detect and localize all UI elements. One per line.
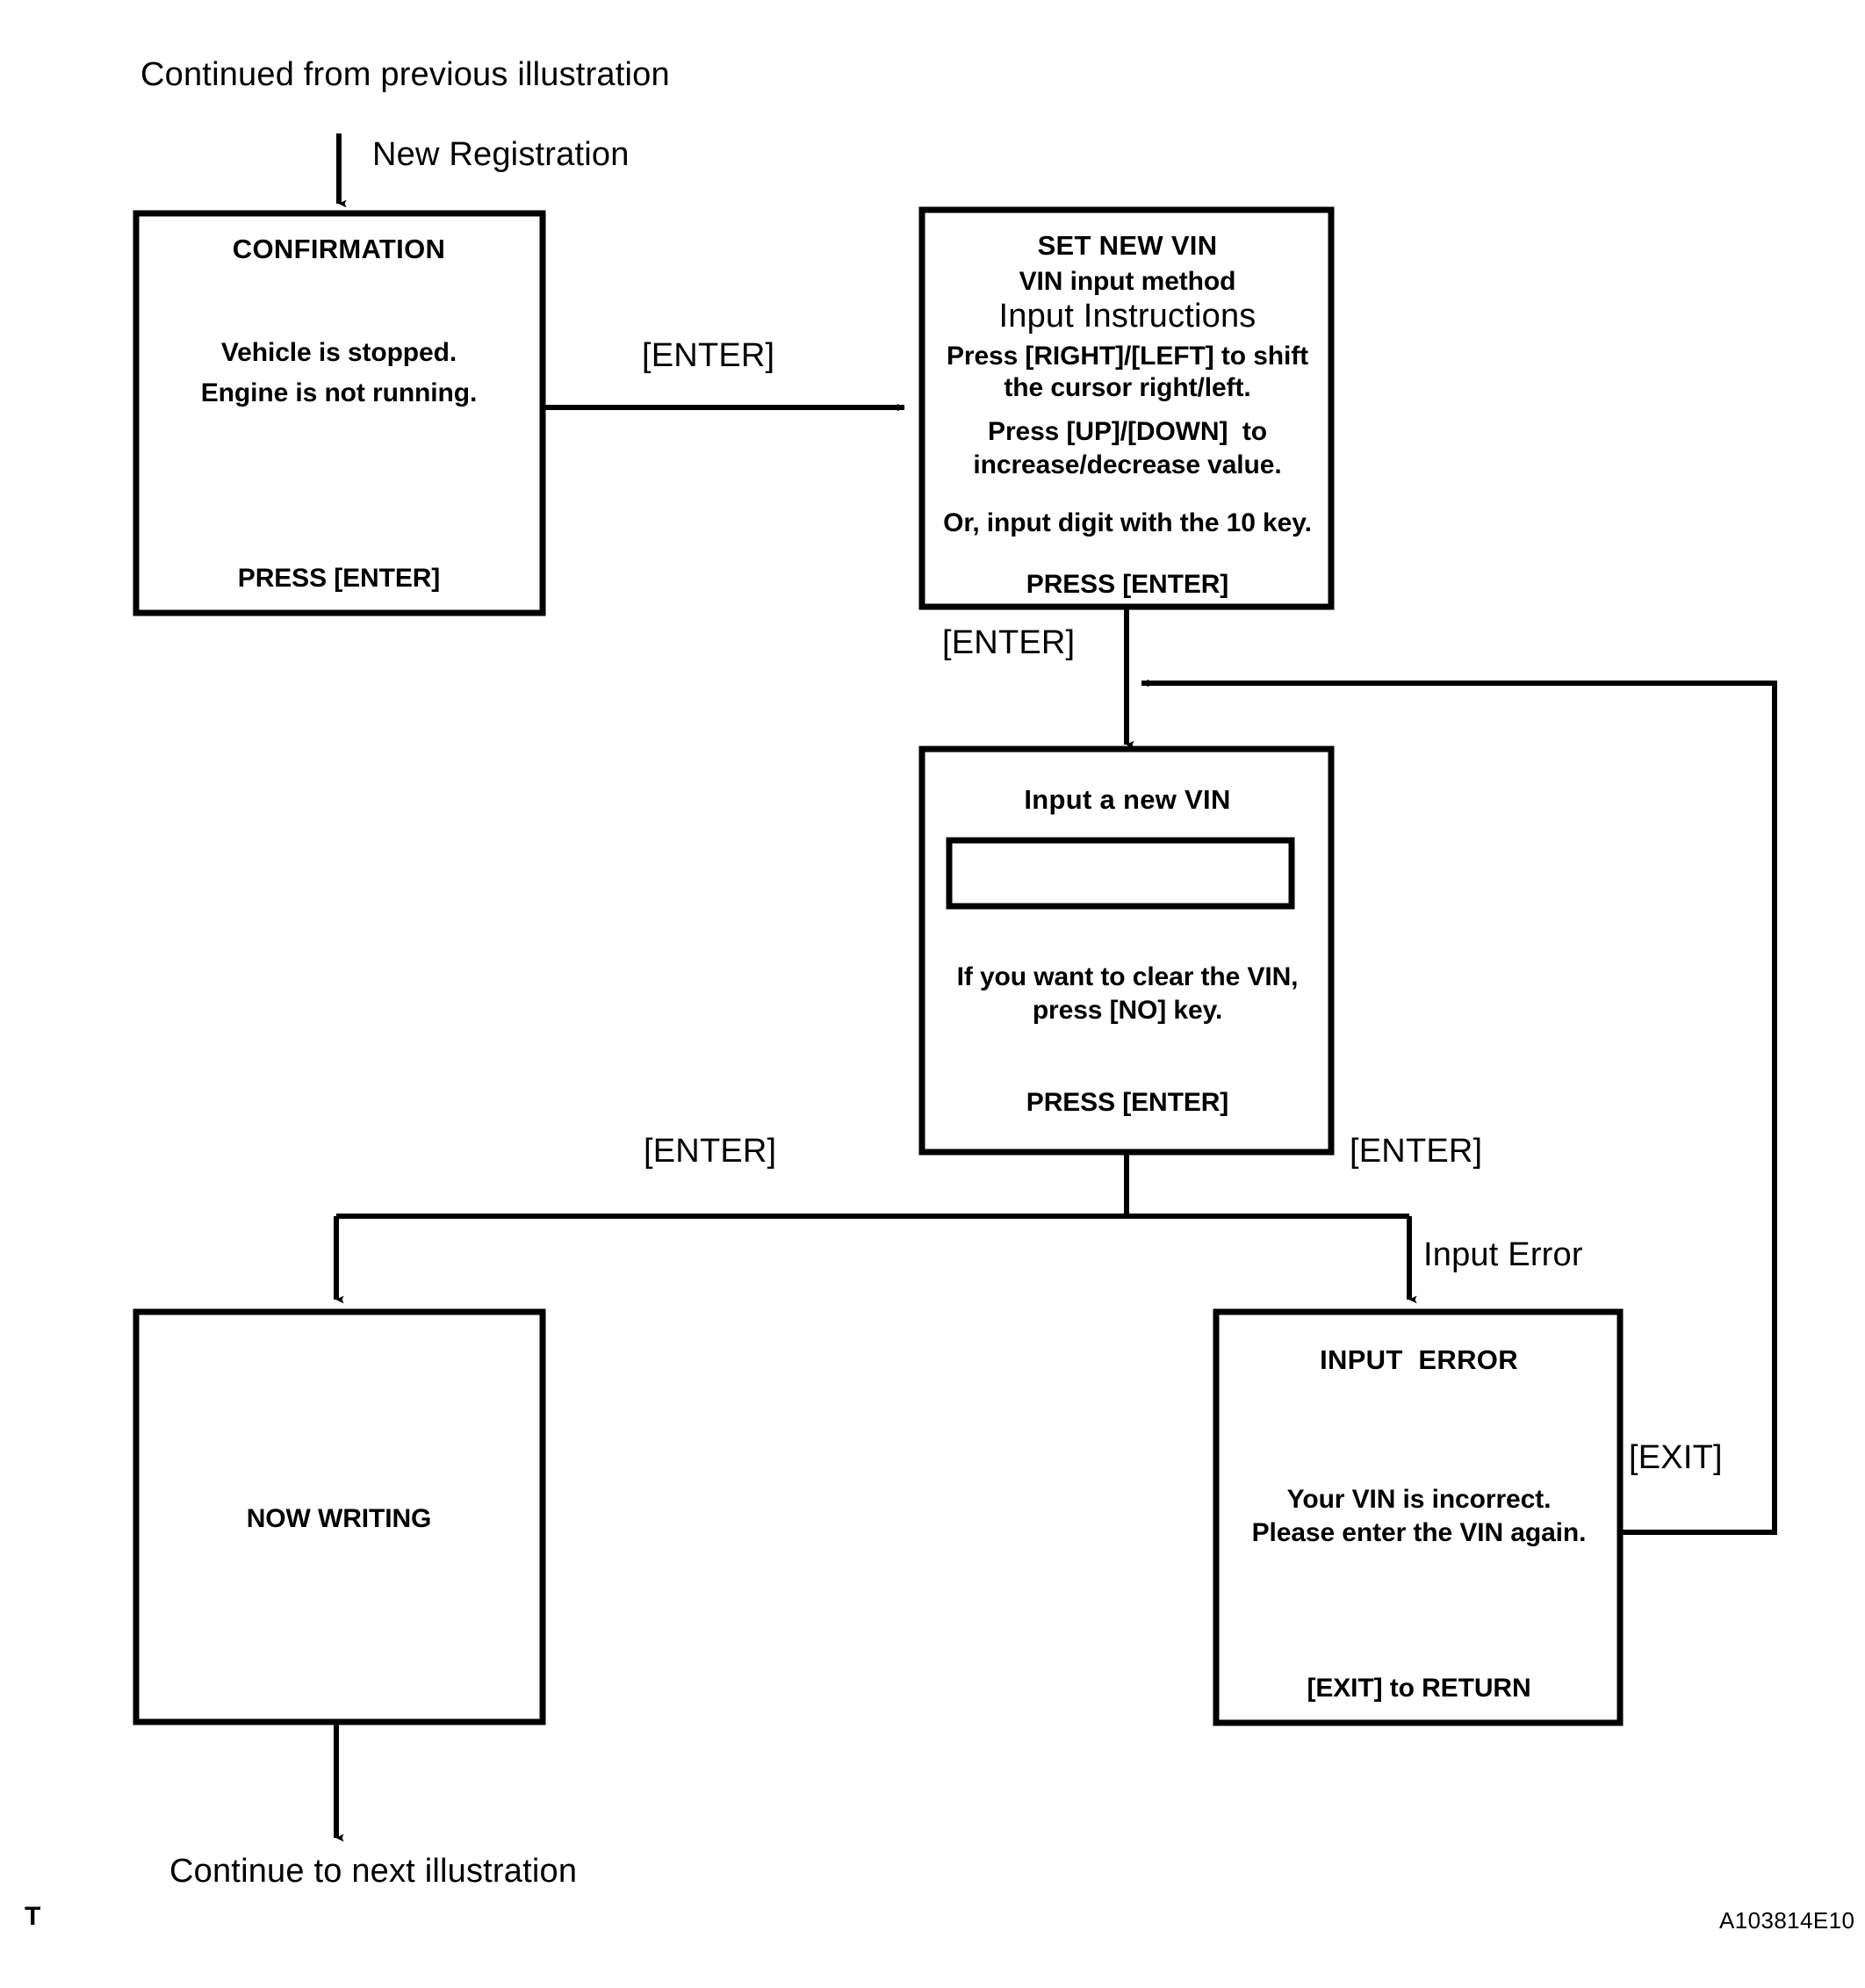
set-new-vin-body-line-2: the cursor right/left. <box>1004 373 1251 402</box>
corner-registration-mark: T <box>25 1902 41 1931</box>
confirmation-title: CONFIRMATION <box>232 234 446 264</box>
set-new-vin-body-line-1: Press [RIGHT]/[LEFT] to shift <box>946 342 1309 371</box>
edge-label-exit: [EXIT] <box>1629 1439 1723 1476</box>
edge-label-enter-left-branch: [ENTER] <box>644 1133 777 1170</box>
edge-label-input-error: Input Error <box>1423 1236 1583 1273</box>
set-new-vin-body-line-5: Or, input digit with the 10 key. <box>943 508 1312 537</box>
figure-id-code: A103814E10 <box>1719 1907 1855 1934</box>
box-confirmation <box>133 210 546 616</box>
vin-input-field <box>946 837 1295 910</box>
box-set-new-vin <box>918 206 1335 610</box>
input-new-vin-body-line-2: press [NO] key. <box>1032 996 1223 1025</box>
input-error-title: INPUT ERROR <box>1320 1344 1518 1375</box>
edge-label-enter-confirmation-setvin: [ENTER] <box>642 337 775 374</box>
edge-label-new-registration: New Registration <box>372 136 630 173</box>
set-new-vin-subtitle: VIN input method <box>1019 267 1236 296</box>
edge-exit-feedback-loop <box>1141 679 1777 1535</box>
confirmation-footer: PRESS [ENTER] <box>237 564 441 593</box>
set-new-vin-body-line-4: increase/decrease value. <box>973 450 1282 479</box>
input-new-vin-footer: PRESS [ENTER] <box>1026 1088 1229 1117</box>
edge-label-enter-right-branch: [ENTER] <box>1350 1133 1483 1170</box>
input-error-body-line-2: Please enter the VIN again. <box>1251 1518 1587 1547</box>
box-input-new-vin <box>918 746 1335 1156</box>
set-new-vin-title: SET NEW VIN <box>1037 230 1218 261</box>
box-input-error <box>1213 1308 1624 1726</box>
confirmation-body-line-2: Engine is not running. <box>200 378 478 407</box>
edge-inputvin-split <box>334 1152 1417 1304</box>
set-new-vin-heading: Input Instructions <box>998 298 1257 335</box>
set-new-vin-footer: PRESS [ENTER] <box>1026 570 1229 599</box>
exit-note: Continue to next illustration <box>169 1853 578 1890</box>
box-now-writing <box>133 1308 546 1725</box>
input-error-footer: [EXIT] to RETURN <box>1307 1674 1531 1703</box>
input-new-vin-title: Input a new VIN <box>1024 784 1231 815</box>
confirmation-body-line-1: Vehicle is stopped. <box>220 338 457 367</box>
edge-label-enter-setvin-inputvin: [ENTER] <box>942 624 1076 661</box>
input-error-body-line-1: Your VIN is incorrect. <box>1286 1485 1552 1514</box>
entry-note: Continued from previous illustration <box>140 56 670 93</box>
set-new-vin-body-line-3: Press [UP]/[DOWN] to <box>988 417 1267 446</box>
input-new-vin-body-line-1: If you want to clear the VIN, <box>956 962 1299 991</box>
now-writing-title: NOW WRITING <box>246 1504 432 1533</box>
